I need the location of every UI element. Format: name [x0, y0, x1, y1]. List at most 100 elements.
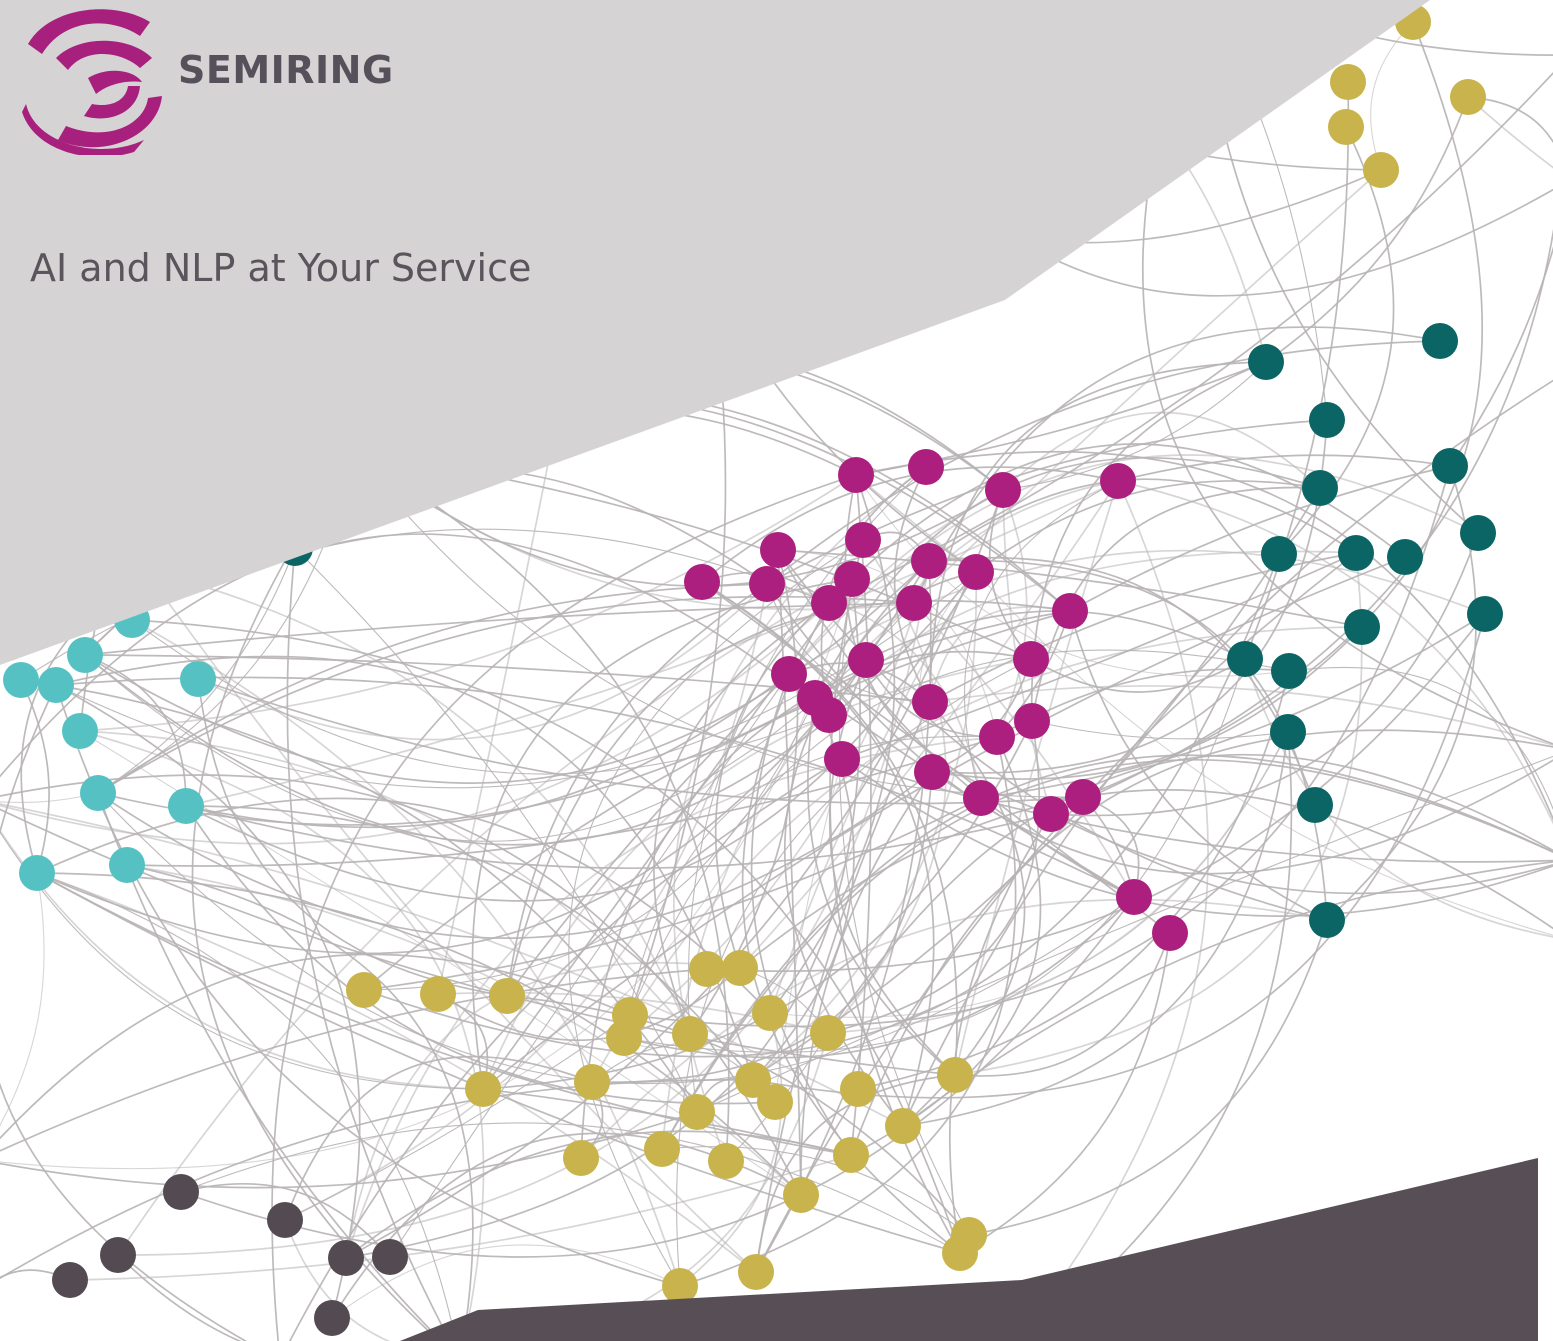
header-banner-shape: [0, 0, 1430, 665]
network-edge: [97, 583, 768, 794]
network-edge: [580, 898, 1328, 1159]
brand-name: SEMIRING: [178, 48, 394, 92]
network-node-dark-teal: [1344, 609, 1380, 645]
network-node-dark-teal: [1460, 515, 1496, 551]
network-edge: [580, 610, 1071, 1159]
network-edge: [980, 613, 1486, 799]
network-edge: [752, 613, 1486, 1099]
network-node-magenta: [848, 642, 884, 678]
network-node-gold: [942, 1235, 978, 1271]
network-node-magenta: [1014, 703, 1050, 739]
network-edge: [180, 896, 1135, 1258]
network-edge: [865, 659, 998, 738]
network-edge: [352, 451, 730, 1162]
network-node-gold: [722, 950, 758, 986]
network-node-magenta: [1116, 879, 1152, 915]
network-edge: [841, 552, 1357, 760]
network-node-gold: [937, 1057, 973, 1093]
network-edge: [363, 797, 982, 991]
network-edge: [84, 602, 915, 842]
network-edge: [294, 547, 698, 1113]
network-node-gold: [420, 976, 456, 1012]
network-node-magenta: [1152, 915, 1188, 951]
network-node-dark-teal: [1338, 535, 1374, 571]
network-node-dark-teal: [1227, 641, 1263, 677]
network-edge: [623, 735, 998, 1039]
network-node-gold: [738, 1254, 774, 1290]
network-node-gold: [489, 978, 525, 1014]
network-node-light-teal: [3, 662, 39, 698]
network-node-gold: [465, 1071, 501, 1107]
network-edge: [629, 649, 1290, 1016]
network-edge: [69, 1154, 852, 1281]
network-edge: [902, 731, 1289, 1127]
semiring-swirl-logo-icon: [22, 9, 162, 155]
network-node-gold: [1450, 79, 1486, 115]
network-edge: [774, 758, 843, 1103]
network-node-dark-teal: [1261, 536, 1297, 572]
network-edge: [954, 552, 1363, 1076]
network-node-gold: [833, 1137, 869, 1173]
network-edge: [284, 1055, 593, 1221]
network-node-charcoal: [163, 1174, 199, 1210]
network-node-magenta: [912, 684, 948, 720]
network-node-gold: [679, 1094, 715, 1130]
network-node-magenta: [963, 780, 999, 816]
network-edge: [928, 478, 1357, 562]
network-edge: [185, 805, 754, 1081]
network-node-magenta: [845, 522, 881, 558]
network-node-gold: [672, 1016, 708, 1052]
network-edge: [506, 673, 790, 997]
network-node-gold: [563, 1140, 599, 1176]
network-edge: [0, 803, 904, 1127]
network-edge: [800, 771, 933, 1196]
network-edge: [913, 326, 1441, 604]
network-edge: [185, 805, 776, 1105]
network-edge: [1117, 454, 1451, 482]
network-edge: [893, 466, 931, 703]
network-edge: [829, 539, 961, 1254]
network-edge: [482, 1088, 852, 1156]
network-node-gold: [346, 972, 382, 1008]
network-node-dark-teal: [1270, 714, 1306, 750]
network-node-magenta: [1065, 779, 1101, 815]
network-nodes: [3, 4, 1503, 1336]
network-edge: [1265, 96, 1469, 363]
network-edge: [1244, 658, 1553, 938]
network-edge: [191, 451, 441, 1341]
network-node-gold: [810, 1015, 846, 1051]
network-edge: [591, 771, 933, 1084]
network-edge: [0, 578, 853, 1170]
network-node-charcoal: [372, 1239, 408, 1275]
network-edge: [352, 451, 1004, 587]
network-edge: [841, 758, 1553, 863]
network-node-charcoal: [52, 1262, 88, 1298]
network-node-magenta: [908, 449, 944, 485]
network-edge: [36, 872, 757, 1273]
network-edge: [506, 583, 768, 997]
network-node-gold: [606, 1020, 642, 1056]
network-edge: [814, 456, 1321, 699]
network-edge: [661, 758, 1553, 1150]
network-edge: [807, 697, 956, 1076]
network-node-gold: [735, 1062, 771, 1098]
network-node-magenta: [1052, 593, 1088, 629]
network-edge: [97, 792, 443, 1341]
network-edge: [437, 967, 741, 1041]
network-edge: [131, 619, 830, 775]
network-edge: [855, 450, 1553, 821]
network-node-dark-teal: [1467, 596, 1503, 632]
network-edge: [1014, 480, 1209, 1341]
footer-band-shape: [400, 1158, 1538, 1341]
network-edge: [97, 595, 915, 794]
network-edge: [1050, 813, 1553, 895]
network-edge: [964, 480, 1119, 799]
network-node-light-teal: [67, 637, 103, 673]
network-node-charcoal: [314, 1300, 350, 1336]
network-edge: [679, 1012, 783, 1287]
network-edge: [0, 968, 708, 1152]
network-edge: [1449, 246, 1553, 467]
network-node-magenta: [1013, 641, 1049, 677]
network-node-gold: [1328, 109, 1364, 145]
